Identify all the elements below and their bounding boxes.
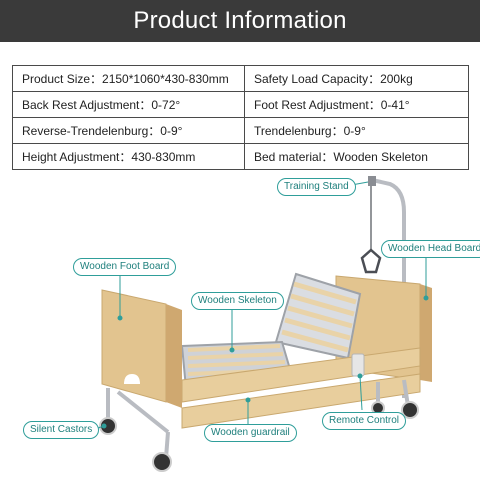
- spec-row: Product Size：2150*1060*430-830mm Safety …: [12, 65, 469, 92]
- spec-cell: Trendelenburg：0-9°: [244, 117, 469, 144]
- callout-wooden-head-board: Wooden Head Board: [381, 240, 480, 258]
- bed-illustration: [91, 176, 432, 472]
- castor-wheels: [99, 401, 419, 472]
- header-bar: [0, 0, 480, 42]
- spec-cell: Height Adjustment：430-830mm: [12, 143, 245, 170]
- spec-cell: Foot Rest Adjustment：0-41°: [244, 91, 469, 118]
- product-illustration: Training Stand Wooden Head Board Wooden …: [0, 170, 480, 480]
- spec-row: Reverse-Trendelenburg：0-9° Trendelenburg…: [12, 117, 469, 144]
- callout-wooden-skeleton: Wooden Skeleton: [191, 292, 284, 310]
- spec-cell: Safety Load Capacity：200kg: [244, 65, 469, 92]
- spec-table: Product Size：2150*1060*430-830mm Safety …: [12, 65, 469, 170]
- callout-training-stand: Training Stand: [277, 178, 356, 196]
- spec-row: Height Adjustment：430-830mm Bed material…: [12, 143, 469, 170]
- spec-cell: Back Rest Adjustment：0-72°: [12, 91, 245, 118]
- spec-cell: Reverse-Trendelenburg：0-9°: [12, 117, 245, 144]
- callout-wooden-foot-board: Wooden Foot Board: [73, 258, 177, 276]
- spec-cell: Bed material：Wooden Skeleton: [244, 143, 469, 170]
- callout-silent-castors: Silent Castors: [23, 421, 100, 439]
- foot-board: [101, 289, 182, 408]
- callout-remote-control: Remote Control: [322, 412, 407, 430]
- backrest-frame: [274, 272, 362, 360]
- spec-row: Back Rest Adjustment：0-72° Foot Rest Adj…: [12, 91, 469, 118]
- spec-cell: Product Size：2150*1060*430-830mm: [12, 65, 245, 92]
- page-title: Product Information: [133, 7, 347, 34]
- callout-wooden-guardrail: Wooden guardrail: [204, 424, 297, 442]
- training-stand: [360, 176, 406, 398]
